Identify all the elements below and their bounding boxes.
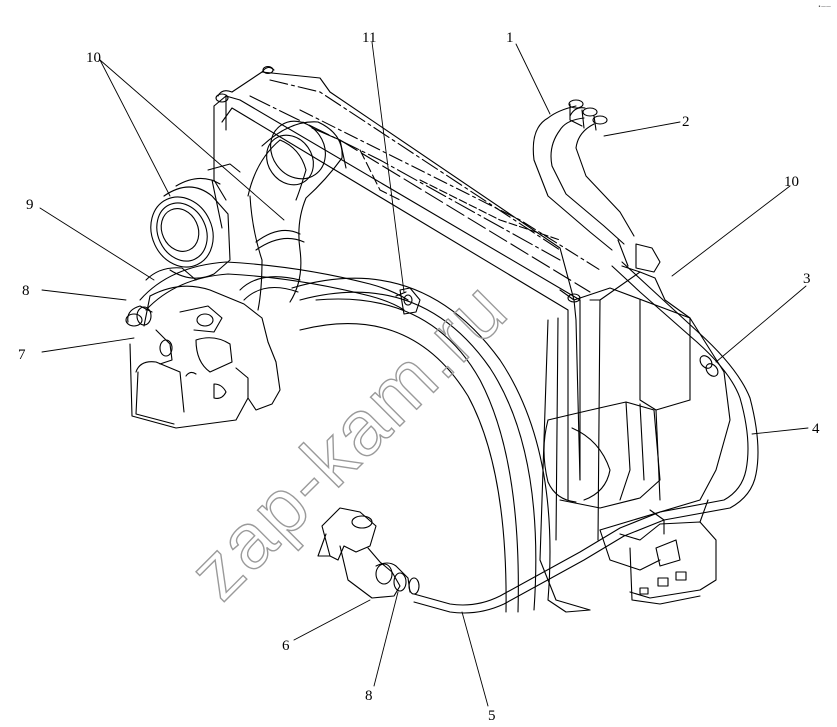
- intake-elbow: [239, 120, 347, 311]
- hose-9: [139, 261, 409, 311]
- right-bracket: [619, 499, 717, 605]
- callout-10-left: 10: [86, 50, 101, 66]
- callout-8-left: 8: [22, 283, 30, 299]
- leader-7: [41, 337, 135, 353]
- leader-2: [603, 121, 681, 137]
- callout-6: 6: [282, 638, 290, 654]
- callout-3: 3: [803, 271, 811, 287]
- bottom-valve: [317, 507, 420, 599]
- corner-mark: •——: [818, 4, 831, 10]
- filter-inlet: [150, 163, 241, 279]
- callout-labels: 1 2 3 4 5 6 7 8 8 9 10 10 11: [18, 30, 820, 724]
- callout-9: 9: [26, 197, 34, 213]
- callout-1: 1: [506, 30, 514, 46]
- long-pipe: [413, 261, 759, 614]
- leader-lines: [39, 41, 809, 707]
- pipes-1-2: [532, 99, 661, 273]
- leader-10c: [671, 185, 791, 277]
- radiator-assembly-drawing: [39, 41, 809, 707]
- bracket-11: [395, 287, 421, 315]
- leader-3: [715, 285, 807, 363]
- leader-9: [39, 207, 155, 281]
- callout-5: 5: [488, 708, 496, 724]
- leader-10b: [99, 59, 285, 221]
- callout-11: 11: [362, 30, 376, 46]
- callout-4: 4: [812, 421, 820, 437]
- right-housing: [543, 401, 661, 509]
- watermark-text: zap-kam.ru: [172, 264, 524, 616]
- leader-5: [461, 611, 489, 707]
- callout-10-right: 10: [784, 174, 799, 190]
- leader-11: [371, 41, 405, 293]
- leader-1: [515, 43, 551, 115]
- callout-7: 7: [18, 347, 26, 363]
- left-module: [125, 267, 281, 429]
- fan-shroud: [291, 277, 661, 613]
- leader-6: [293, 599, 371, 641]
- callout-8-bottom: 8: [365, 688, 373, 704]
- leader-8b: [373, 591, 399, 687]
- leader-10a: [99, 59, 171, 197]
- callout-2: 2: [682, 114, 690, 130]
- leader-4: [751, 427, 809, 435]
- leader-8a: [41, 289, 127, 301]
